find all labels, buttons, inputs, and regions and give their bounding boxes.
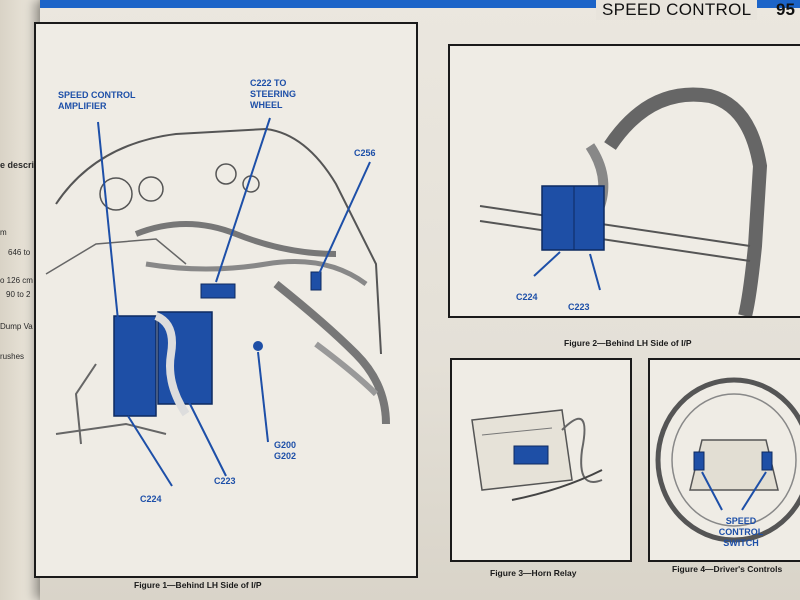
facing-page-text: 90 to 2 [6,290,31,299]
figure-4-panel: SPEED CONTROL SWITCH [648,358,800,562]
figure-1-caption: Figure 1—Behind LH Side of I/P [134,580,262,590]
figure-1-illustration [45,117,390,487]
figure-2-caption: Figure 2—Behind LH Side of I/P [564,338,692,348]
figure-4-caption: Figure 4—Driver's Controls [672,564,783,574]
switch-right [761,451,773,471]
figure-4-illustration [655,377,800,543]
callout-c224: C224 [140,494,162,504]
figure-2-illustration [479,87,768,316]
page-number: 95 [776,0,795,19]
header-accent-bar [40,0,800,8]
figure-3-illustration [471,409,603,501]
facing-page-text: 646 to [8,248,31,257]
c222-connector [200,283,236,299]
fig4-callout-switch: SPEED CONTROL SWITCH [718,516,764,548]
callout-g200: G200 G202 [274,440,297,461]
fig2-callout-c223: C223 [568,302,590,312]
figure-3-panel [450,358,632,562]
facing-page-text: e descriptio [0,160,51,170]
c224-c223-connectors [541,185,605,251]
facing-page-text: Dump Va [0,322,33,331]
fig2-callout-c224: C224 [516,292,538,302]
facing-page-text: m [0,228,7,237]
switch-left [693,451,705,471]
callout-c256: C256 [354,148,376,158]
callout-c223: C223 [214,476,236,486]
callout-amplifier: SPEED CONTROL AMPLIFIER [58,90,136,111]
facing-page-text: o 126 cm [0,276,33,285]
amplifier-box [113,315,157,417]
page-title: SPEED CONTROL [596,0,758,20]
callout-c222: C222 TO STEERING WHEEL [250,78,297,110]
horn-relay [513,445,549,465]
manual-page: SPEED CONTROL 95 [34,0,800,600]
figure-2-panel: C224 C223 [448,44,800,318]
c256-connector [310,271,322,291]
g200-ground [253,341,263,351]
facing-page-text: rushes [0,352,25,361]
figure-1-panel: SPEED CONTROL AMPLIFIER C222 TO STEERING… [34,22,418,578]
figure-3-caption: Figure 3—Horn Relay [490,568,577,578]
